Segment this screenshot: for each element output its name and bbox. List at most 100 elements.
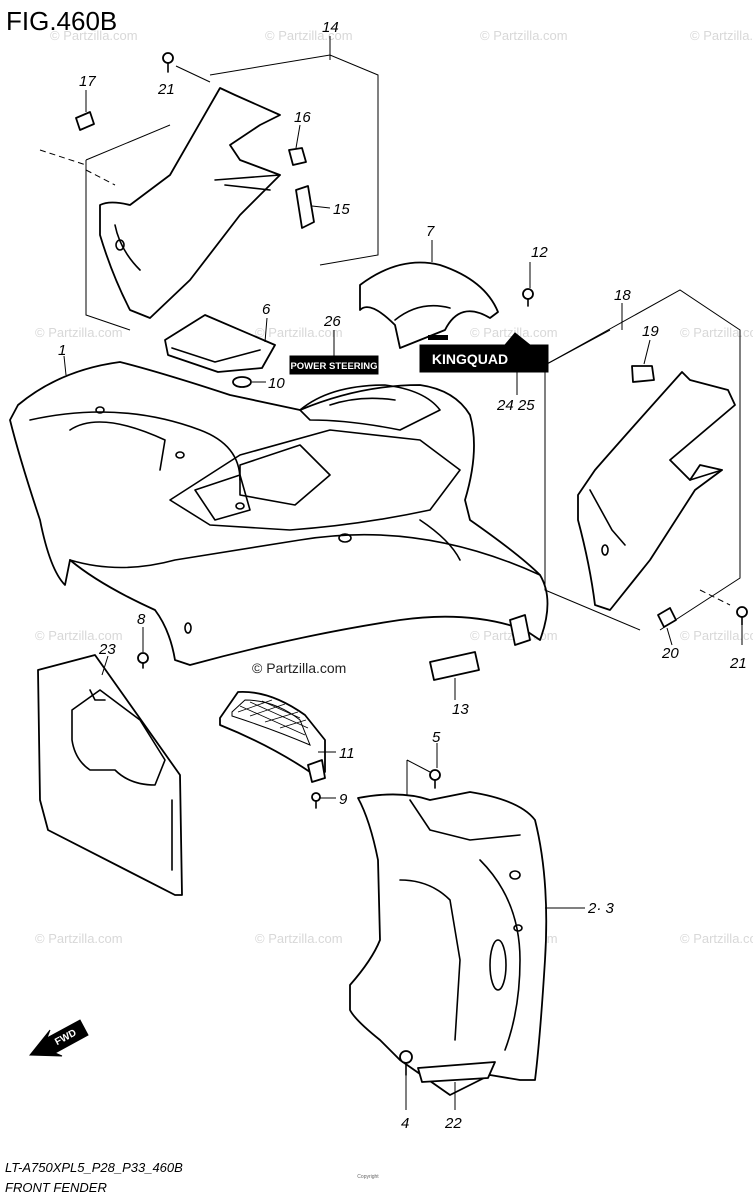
fender-contour [69, 421, 166, 471]
copyright-note: Copyright [357, 1174, 379, 1180]
bolt-8 [137, 652, 149, 669]
strip-13 [429, 651, 480, 681]
callout-19: 19 [642, 323, 659, 340]
callout-6: 6 [262, 301, 271, 318]
callout-2-3: 2· 3 [587, 900, 615, 917]
dashed-line [85, 169, 116, 186]
fender-lower-edge [419, 519, 461, 561]
inner-panel-left-assembly [39, 52, 379, 331]
callout-22: 22 [444, 1115, 462, 1132]
cover-6 [164, 314, 276, 373]
figure-title: FIG.460B [6, 6, 117, 36]
fender-top-surface [169, 429, 461, 531]
callouts: 14 21 17 16 15 7 12 6 26 10 1 24 25 18 1… [58, 19, 747, 1132]
mat-cutout [71, 689, 166, 786]
callout-24-25: 24 25 [496, 397, 535, 414]
trim-22 [417, 1061, 496, 1083]
callout-13: 13 [452, 701, 469, 718]
fender-recess [239, 444, 331, 506]
dashed-line [699, 589, 731, 606]
clip-20 [657, 607, 677, 628]
grille-11 [219, 690, 326, 783]
fender-lower-edge [69, 533, 541, 576]
front-fender-main [9, 361, 549, 666]
strip-15 [295, 185, 315, 229]
watermark: © Partzilla.com [680, 325, 753, 340]
watermark: © Partzilla.com [690, 28, 753, 43]
mud-guard-edge [409, 799, 521, 841]
panel-edge [114, 224, 141, 271]
clip-21 [162, 52, 174, 73]
cover-6-edge [171, 347, 261, 363]
decal-text-power-steering: POWER STEERING [290, 361, 377, 372]
watermark: © Partzilla.com [470, 325, 558, 340]
mud-guard-body [349, 791, 548, 1096]
fender-console [299, 384, 441, 431]
mat-edge [89, 689, 106, 701]
screw-9 [311, 792, 321, 809]
frame-line [544, 365, 641, 631]
callout-7: 7 [426, 223, 435, 240]
frame-line [85, 124, 171, 161]
clip-21-right [736, 606, 748, 626]
partzilla-watermark: © Partzilla.com [252, 660, 346, 676]
kingquad-decal: KINGQUAD [419, 332, 549, 373]
watermark: © Partzilla.com [35, 628, 123, 643]
callout-8: 8 [137, 611, 146, 628]
fender-hole [184, 622, 192, 634]
figure-code: LT-A750XPL5_P28_P33_460B [5, 1160, 183, 1175]
watermark: © Partzilla.com [50, 28, 138, 43]
callout-15: 15 [333, 201, 350, 218]
fwd-arrow: FWD [28, 1019, 89, 1057]
panel-edge [214, 174, 281, 191]
fender-contour [29, 411, 241, 481]
callout-10: 10 [268, 375, 285, 392]
fender-hole [95, 406, 105, 414]
bolt-4 [399, 1050, 413, 1076]
fender-hole [235, 502, 245, 510]
watermark: © Partzilla.com [680, 931, 753, 946]
callout-12: 12 [531, 244, 548, 261]
screw-5 [429, 769, 441, 789]
frame-line [85, 160, 131, 331]
cover-7-edge [394, 304, 451, 321]
callout-16: 16 [294, 109, 311, 126]
frame-line [544, 329, 611, 366]
mat-23 [37, 654, 183, 896]
callout-5: 5 [432, 729, 441, 746]
callout-11: 11 [339, 745, 355, 762]
mount-hole [115, 239, 125, 251]
clip-17 [75, 111, 95, 131]
watermark: © Partzilla.com [680, 628, 753, 643]
watermark: © Partzilla.com [480, 28, 568, 43]
callout-21-right: 21 [729, 655, 747, 672]
inner-panel-left [99, 87, 281, 319]
mud-guard-contour [399, 879, 461, 1041]
cushion-10 [232, 376, 252, 388]
grille-frame [219, 690, 326, 773]
fender-tab [509, 614, 531, 646]
grille-clip [307, 759, 326, 783]
mat-body [37, 654, 183, 896]
mud-guard-2-3 [349, 791, 548, 1096]
callout-14: 14 [322, 19, 339, 36]
callout-17: 17 [79, 73, 96, 90]
mud-guard-recess [489, 939, 507, 991]
power-steering-decal: POWER STEERING [289, 355, 379, 375]
figure-name: FRONT FENDER [5, 1180, 107, 1195]
decal-text-kingquad: KINGQUAD [432, 351, 508, 367]
callout-9: 9 [339, 791, 348, 808]
panel-edge [589, 489, 626, 546]
watermark: © Partzilla.com [255, 325, 343, 340]
grommet-16 [288, 147, 307, 166]
watermark: © Partzilla.com [265, 28, 353, 43]
mud-guard-hole [509, 870, 521, 880]
panel-edge [689, 469, 723, 481]
dashed-line [39, 149, 87, 166]
mount-hole [601, 544, 609, 556]
inner-panel-right [577, 371, 736, 611]
callout-23: 23 [98, 641, 116, 658]
inner-panel-right-assembly [544, 289, 748, 631]
